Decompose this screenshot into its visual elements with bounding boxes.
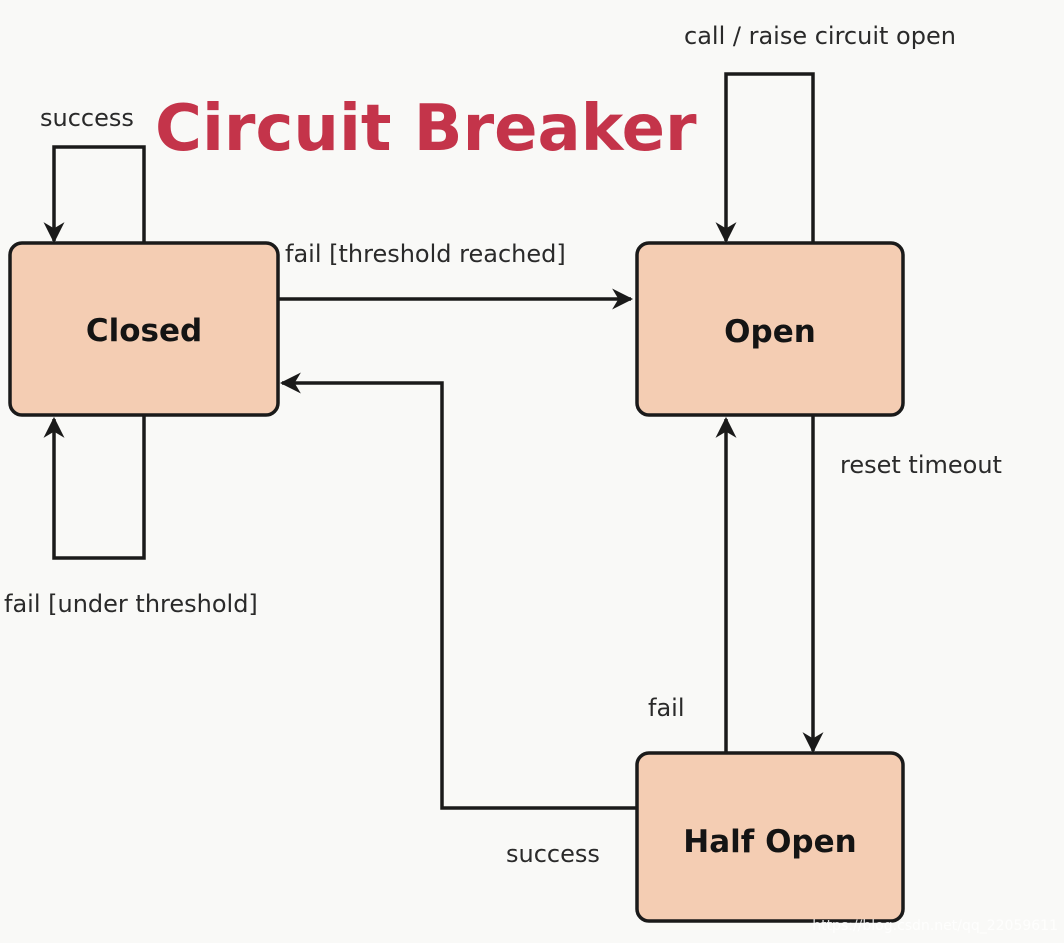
label-closed-success: success (40, 104, 134, 132)
state-closed: Closed (8, 241, 280, 417)
label-closed-fail-under: fail [under threshold] (4, 590, 258, 618)
state-open: Open (635, 241, 905, 417)
watermark-text: https://blog.csdn.net/qq_22059611 (812, 918, 1058, 934)
state-half-open: Half Open (635, 751, 905, 923)
state-open-label: Open (724, 314, 816, 350)
edge-open-call-loop (715, 72, 815, 244)
state-closed-label: Closed (86, 313, 202, 349)
edge-closed-success-loop (43, 145, 146, 244)
label-closed-to-open: fail [threshold reached] (285, 240, 566, 268)
edge-closed-fail-under-loop (43, 415, 146, 560)
label-open-to-half-open: reset timeout (840, 451, 1002, 479)
diagram-title: Circuit Breaker (155, 92, 697, 166)
label-open-call: call / raise circuit open (684, 22, 956, 50)
label-half-open-to-closed: success (506, 840, 600, 868)
edge-half-open-to-closed (279, 372, 637, 810)
label-half-open-to-open: fail (648, 694, 685, 722)
state-half-open-label: Half Open (683, 824, 856, 860)
